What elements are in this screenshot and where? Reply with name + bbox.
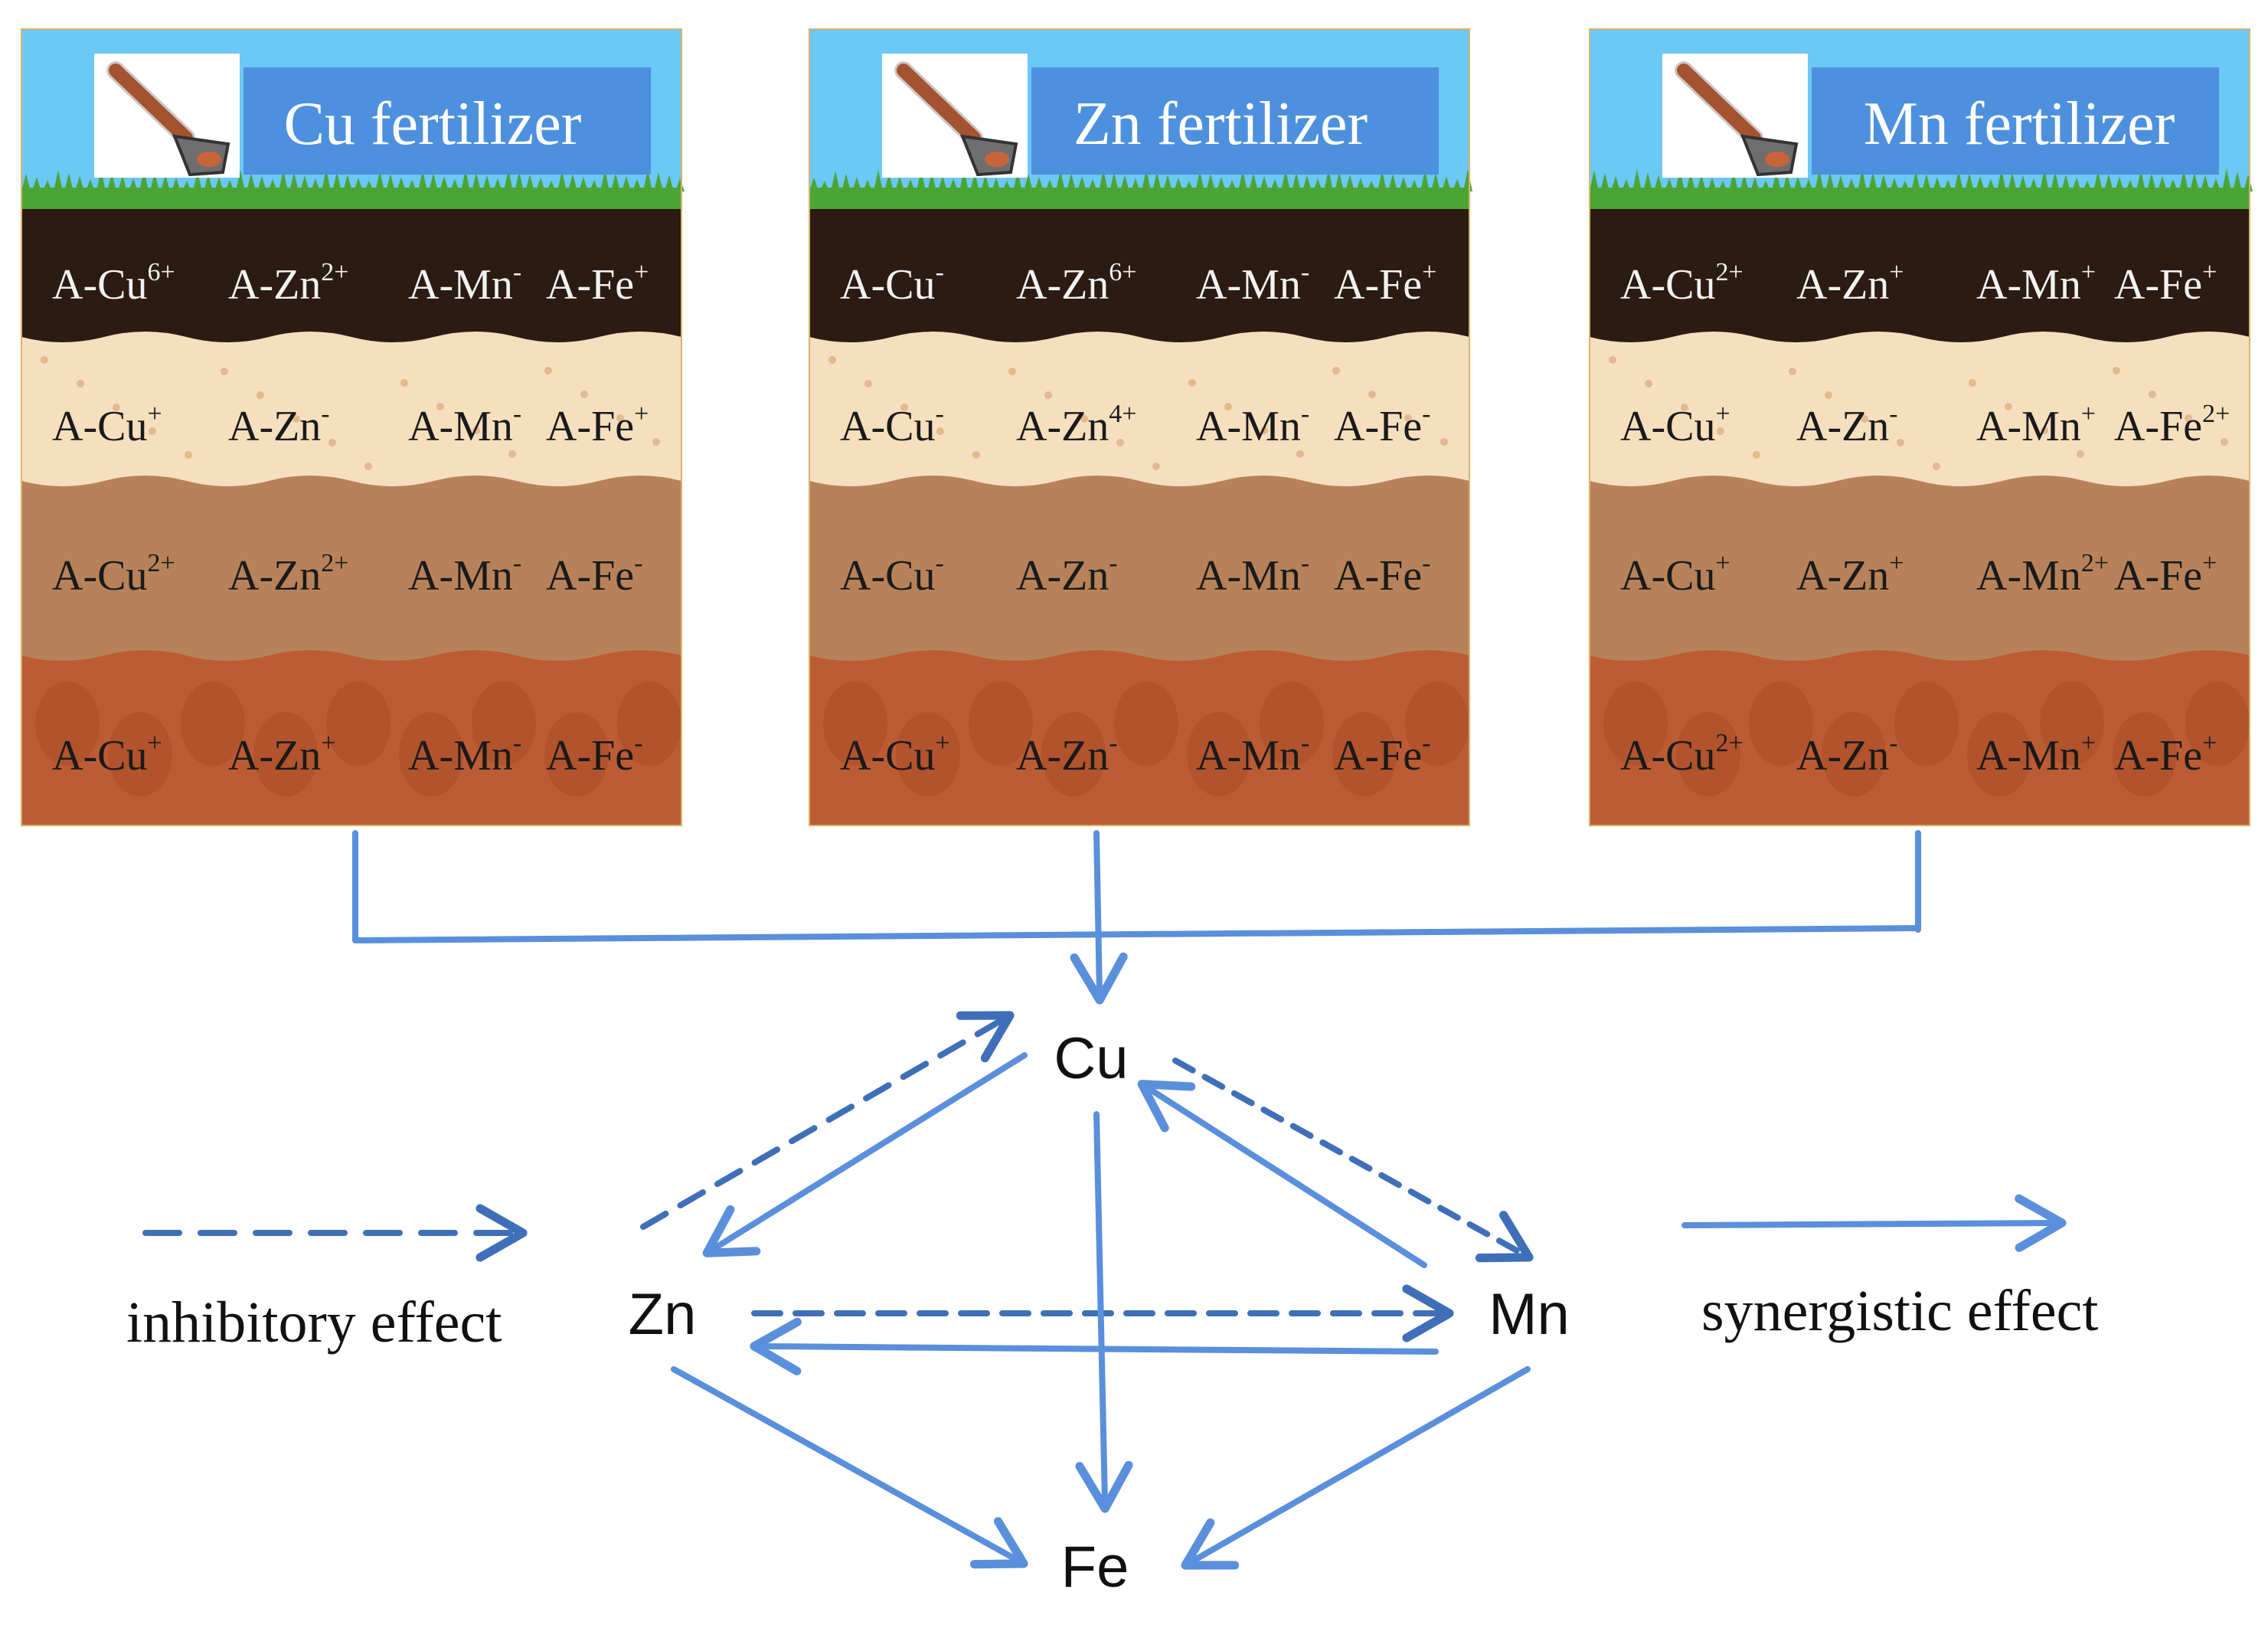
panel-title-box <box>1031 67 1439 175</box>
ion-label: A-Mn+ <box>1976 258 2096 309</box>
ion-label: A-Fe- <box>546 729 642 780</box>
shovel-icon <box>882 54 1028 178</box>
ion-label: A-Fe- <box>546 549 642 600</box>
ion-label: A-Cu+ <box>52 400 162 450</box>
ion-label: A-Zn2+ <box>228 549 348 600</box>
node-cu: Cu <box>1054 1026 1128 1091</box>
ion-label: A-Fe2+ <box>2114 400 2230 450</box>
panel-title-box <box>1812 67 2219 175</box>
inhibitory-arrow-zn-to-cu <box>640 1011 1015 1230</box>
ion-label: A-Fe+ <box>2114 549 2217 600</box>
ion-label: A-Cu- <box>840 549 944 600</box>
connector-from-cu-panel <box>352 830 1921 943</box>
ion-label: A-Cu2+ <box>52 549 175 600</box>
panel-border <box>809 28 1470 826</box>
legend-inhibitory-label: inhibitory effect <box>126 1290 502 1355</box>
synergistic-arrow-mn-to-cu <box>1137 1080 1427 1268</box>
synergistic-arrow-cu-to-fe <box>1075 1111 1133 1513</box>
loam-layer <box>1590 476 2250 663</box>
legend-synergistic-label: synergistic effect <box>1701 1279 2098 1343</box>
ion-label: A-Zn- <box>1796 729 1898 780</box>
grass-strip <box>1590 168 2253 209</box>
loam-layer <box>809 476 1469 663</box>
topsoil-layer <box>21 202 681 345</box>
ion-label: A-Cu2+ <box>1620 729 1743 780</box>
ion-label: A-Fe+ <box>546 258 649 309</box>
ion-label: A-Mn2+ <box>1976 549 2109 600</box>
ion-label: A-Cu- <box>840 258 944 309</box>
clay-texture <box>35 356 681 796</box>
clay-texture <box>823 356 1469 796</box>
panel-title: Mn fertilizer <box>1864 90 2175 158</box>
synergistic-arrow-zn-to-fe <box>671 1366 1028 1569</box>
sand-layer <box>809 332 1469 489</box>
ion-label: A-Fe+ <box>546 400 649 450</box>
ion-label: A-Zn- <box>228 400 330 450</box>
panel-border <box>21 28 682 826</box>
ion-label: A-Mn- <box>1196 258 1309 309</box>
ion-label: A-Fe- <box>1334 400 1430 450</box>
ion-label: A-Zn2+ <box>228 258 348 309</box>
node-zn: Zn <box>629 1282 697 1347</box>
ion-label: A-Mn+ <box>1976 729 2096 780</box>
grass-strip <box>809 168 1472 209</box>
shovel-icon <box>94 54 240 178</box>
node-fe: Fe <box>1061 1535 1129 1600</box>
ion-label: A-Cu+ <box>840 729 950 780</box>
ion-label: A-Zn- <box>1016 729 1118 780</box>
ion-label: A-Mn- <box>408 400 521 450</box>
synergistic-arrow-mn-to-fe <box>1181 1366 1531 1570</box>
ion-label: A-Cu+ <box>1620 549 1730 600</box>
ion-label: A-Fe+ <box>1334 258 1436 309</box>
ion-label: A-Zn6+ <box>1016 258 1136 309</box>
ion-label: A-Zn- <box>1796 400 1898 450</box>
synergistic-arrow-mn-to-zn <box>750 1317 1439 1375</box>
ion-label: A-Mn- <box>408 258 521 309</box>
ion-label: A-Cu6+ <box>52 258 175 309</box>
ion-label: A-Cu2+ <box>1620 258 1743 309</box>
panel-title: Zn fertilizer <box>1074 90 1368 158</box>
inhibitory-arrow-cu-to-mn <box>1172 1058 1534 1263</box>
topsoil-layer <box>1590 202 2250 345</box>
ion-label: A-Zn- <box>1016 549 1118 600</box>
ion-label: A-Cu- <box>840 400 944 450</box>
sand-layer <box>1590 332 2250 489</box>
ion-label: A-Mn- <box>1196 729 1309 780</box>
ion-label: A-Fe- <box>1334 729 1430 780</box>
loam-layer <box>21 476 681 663</box>
ion-label: A-Fe- <box>1334 549 1430 600</box>
ion-label: A-Zn+ <box>1796 258 1904 309</box>
ion-label: A-Cu+ <box>1620 400 1730 450</box>
ion-label: A-Mn- <box>1196 400 1309 450</box>
ion-label: A-Zn4+ <box>1016 400 1136 450</box>
legend-synergistic-arrow <box>1681 1194 2067 1252</box>
synergistic-arrow-cu-to-zn <box>702 1052 1028 1257</box>
ion-label: A-Fe+ <box>2114 729 2217 780</box>
topsoil-layer <box>809 202 1469 345</box>
ion-label: A-Zn+ <box>228 729 335 780</box>
ion-label: A-Zn+ <box>1796 549 1904 600</box>
panel-title: Cu fertilizer <box>284 90 582 158</box>
ion-label: A-Mn- <box>1196 549 1309 600</box>
connector-lines <box>352 830 1921 1005</box>
connector-from-zn-panel-to-cu <box>1070 830 1128 1005</box>
clay-texture <box>1603 356 2250 796</box>
shovel-icon <box>1662 54 1808 178</box>
panel-title-box <box>243 67 651 175</box>
interaction-network <box>142 1011 2067 1570</box>
ion-label: A-Mn- <box>408 729 521 780</box>
ion-label: A-Cu+ <box>52 729 162 780</box>
node-mn: Mn <box>1489 1282 1570 1347</box>
ion-label: A-Mn- <box>408 549 521 600</box>
panel-border <box>1589 28 2250 826</box>
ion-label: A-Mn+ <box>1976 400 2096 450</box>
ion-label: A-Fe+ <box>2114 258 2217 309</box>
sand-layer <box>21 332 681 489</box>
